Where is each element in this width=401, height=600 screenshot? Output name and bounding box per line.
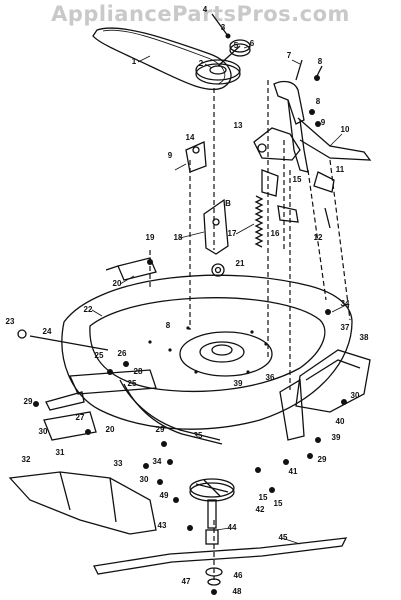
front-hanger-bracket — [33, 361, 223, 445]
part-label-p34a: 34 — [341, 299, 350, 308]
part-label-p8b: 8 — [316, 97, 321, 106]
part-label-p19: 19 — [146, 233, 155, 242]
part-label-p35: 35 — [194, 431, 203, 440]
drive-belt — [92, 27, 232, 90]
part-label-p39a: 39 — [234, 379, 243, 388]
part-label-p17: 17 — [228, 229, 237, 238]
part-label-p18: 18 — [174, 233, 183, 242]
part-label-p21: 21 — [236, 259, 245, 268]
part-label-p38: 38 — [360, 333, 369, 342]
part-label-p15c: 15 — [274, 499, 283, 508]
part-label-p16: 16 — [271, 229, 280, 238]
deck-fasteners — [143, 437, 321, 531]
part-label-p48: 48 — [233, 587, 242, 596]
part-label-p14: 14 — [186, 133, 195, 142]
part-label-p28: 28 — [134, 367, 143, 376]
part-label-p27: 27 — [76, 413, 85, 422]
anti-scalp-bracket — [105, 257, 157, 281]
part-label-p49: 49 — [160, 491, 169, 500]
engine-pulley-assembly — [195, 13, 251, 85]
part-label-p6: 6 — [250, 39, 255, 48]
mower-deck-housing — [61, 274, 353, 430]
part-label-p3: 3 — [221, 23, 226, 32]
part-label-p45: 45 — [279, 533, 288, 542]
part-label-p41: 41 — [289, 467, 298, 476]
part-label-p47: 47 — [182, 577, 191, 586]
tension-spring — [254, 195, 264, 248]
part-label-p33: 33 — [114, 459, 123, 468]
part-label-p29b: 29 — [156, 425, 165, 434]
part-label-p2: 2 — [199, 59, 204, 68]
part-label-p30b: 30 — [351, 391, 360, 400]
part-label-p8c: 8 — [166, 321, 171, 330]
blade-spindle-hub — [189, 478, 235, 545]
idler-arm-bracket — [185, 141, 229, 255]
part-label-p34b: 34 — [153, 457, 162, 466]
part-label-p44: 44 — [228, 523, 237, 532]
mower-blade — [93, 537, 348, 575]
part-label-p29a: 29 — [24, 397, 33, 406]
part-label-p31: 31 — [56, 448, 65, 457]
part-label-p23: 23 — [6, 317, 15, 326]
part-label-p25a: 25 — [95, 351, 104, 360]
part-label-p15a: 15 — [293, 175, 302, 184]
discharge-chute — [8, 471, 157, 535]
part-label-p32: 32 — [22, 455, 31, 464]
part-label-p1: 1 — [132, 57, 137, 66]
part-label-p36: 36 — [266, 373, 275, 382]
part-label-p29c: 29 — [318, 455, 327, 464]
idler-bracket-assembly — [253, 59, 372, 229]
assembly-guide-lines — [149, 80, 351, 580]
part-label-p30a: 30 — [39, 427, 48, 436]
part-label-p15b: 15 — [259, 493, 268, 502]
part-label-p13: 13 — [234, 121, 243, 130]
part-label-p43: 43 — [158, 521, 167, 530]
part-label-p46: 46 — [234, 571, 243, 580]
part-label-p25b: 25 — [128, 379, 137, 388]
part-label-p20b: 20 — [106, 425, 115, 434]
part-label-p37: 37 — [341, 323, 350, 332]
part-label-p26: 26 — [118, 349, 127, 358]
part-label-p22: 22 — [84, 305, 93, 314]
part-label-p8a: 8 — [318, 57, 323, 66]
leader-lines — [91, 45, 349, 545]
part-label-p10: 10 — [341, 125, 350, 134]
watermark: AppliancePartsPros.com — [51, 2, 350, 26]
part-label-p20a: 20 — [113, 279, 122, 288]
part-label-p5: 5 — [234, 41, 239, 50]
part-label-p4: 4 — [203, 5, 208, 14]
part-label-p9a: 9 — [321, 118, 326, 127]
part-label-p9b: 9 — [168, 151, 173, 160]
part-label-p30c: 30 — [140, 475, 149, 484]
rear-baffle-rail — [279, 309, 371, 441]
part-label-p11: 11 — [336, 165, 345, 174]
part-label-p40: 40 — [336, 417, 345, 426]
part-label-p24: 24 — [43, 327, 52, 336]
blade-washer-bolt — [205, 567, 223, 595]
part-label-p42: 42 — [256, 505, 265, 514]
part-label-p12: 12 — [314, 233, 323, 242]
part-label-pB: B — [225, 199, 231, 208]
front-axle-rod — [17, 329, 109, 351]
part-label-p7: 7 — [287, 51, 292, 60]
hex-nut — [211, 263, 225, 277]
part-label-p39b: 39 — [332, 433, 341, 442]
